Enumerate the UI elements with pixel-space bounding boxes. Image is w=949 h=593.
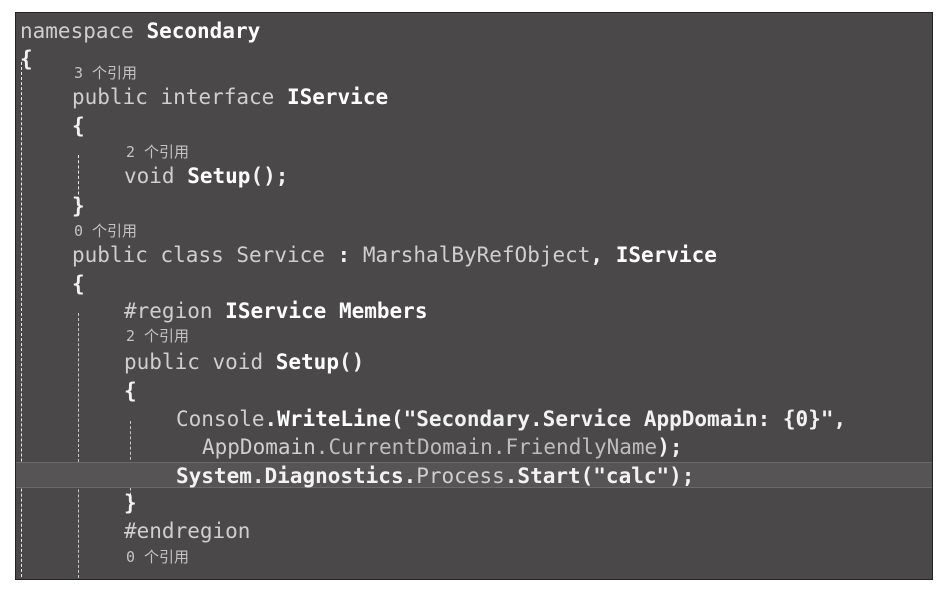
code-token — [213, 299, 226, 323]
codelens-reference-count[interactable]: 0 个引用 — [74, 222, 138, 240]
code-token: . — [315, 435, 329, 459]
code-line[interactable]: { — [16, 271, 932, 297]
code-token: IService — [615, 243, 717, 267]
code-text: public class Service : MarshalByRefObjec… — [72, 242, 717, 268]
code-token: () — [338, 350, 365, 374]
code-token: { — [72, 272, 85, 296]
code-editor[interactable]: namespace Secondary {3 个引用 public interfac… — [15, 12, 933, 580]
code-token: { — [72, 114, 85, 138]
code-token: class — [160, 243, 224, 267]
code-token: ("calc"); — [580, 464, 695, 488]
code-token: Diagnostics — [264, 464, 404, 488]
code-token: IService — [286, 85, 389, 109]
code-line[interactable]: void Setup(); — [16, 163, 932, 189]
code-token — [175, 164, 188, 188]
code-text: namespace Secondary — [20, 18, 260, 44]
code-token — [148, 85, 161, 109]
code-token: Setup — [187, 164, 251, 188]
code-token: ); — [657, 435, 683, 459]
code-text: } — [72, 193, 85, 219]
code-text: public interface IService — [72, 84, 388, 110]
code-token: CurrentDomain — [328, 435, 493, 459]
code-token: namespace — [20, 19, 134, 43]
code-token — [224, 243, 237, 267]
code-token: . — [492, 435, 506, 459]
indent-guide-interface — [78, 155, 79, 205]
code-token: IService Members — [225, 299, 428, 323]
code-token: ("Secondary.Service AppDomain: {0}", — [390, 407, 847, 431]
code-token: Start — [517, 464, 581, 488]
code-token: AppDomain — [202, 435, 316, 459]
code-text: #region IService Members — [124, 298, 427, 324]
code-token: } — [72, 194, 85, 218]
code-token: Process — [416, 464, 505, 488]
code-token: , — [590, 243, 616, 267]
code-token: WriteLine — [277, 407, 391, 431]
code-token — [134, 19, 147, 43]
indent-guide-namespace — [21, 62, 22, 579]
codelens-reference-count[interactable]: 2 个引用 — [126, 327, 190, 345]
indent-guide-class — [78, 313, 79, 579]
code-token: . — [403, 464, 417, 488]
code-line[interactable]: { — [16, 378, 932, 404]
code-token — [148, 243, 161, 267]
code-token: Setup — [275, 350, 339, 374]
code-text: #endregion — [124, 518, 250, 544]
code-token: #endregion — [124, 519, 251, 543]
codelens-reference-count[interactable]: 0 个引用 — [126, 548, 190, 566]
code-line[interactable]: } — [16, 193, 932, 219]
code-text: { — [20, 46, 33, 72]
code-text: AppDomain.CurrentDomain.FriendlyName); — [202, 434, 683, 460]
code-token — [274, 85, 287, 109]
code-token: Secondary — [146, 19, 261, 43]
code-line[interactable]: AppDomain.CurrentDomain.FriendlyName); — [16, 434, 932, 460]
code-token: void — [124, 164, 175, 188]
code-line[interactable]: public void Setup() — [16, 349, 932, 375]
code-line[interactable]: public class Service : MarshalByRefObjec… — [16, 242, 932, 268]
code-token: } — [124, 491, 137, 515]
code-token: (); — [250, 164, 289, 188]
code-text: Console.WriteLine("Secondary.Service App… — [176, 406, 846, 432]
code-token: public — [72, 85, 148, 109]
code-line[interactable]: Console.WriteLine("Secondary.Service App… — [16, 406, 932, 432]
code-token — [200, 350, 213, 374]
code-token: { — [20, 47, 33, 71]
codelens-reference-count[interactable]: 2 个引用 — [126, 143, 190, 161]
code-token: . — [504, 464, 518, 488]
codelens-reference-count[interactable]: 3 个引用 — [74, 64, 138, 82]
code-token: #region — [124, 299, 213, 323]
code-token: . — [264, 407, 278, 431]
code-text: { — [72, 271, 85, 297]
code-text: public void Setup() — [124, 349, 364, 375]
code-text: void Setup(); — [124, 163, 288, 189]
code-line-current[interactable]: System.Diagnostics.Process.Start("calc")… — [16, 462, 932, 488]
code-token: FriendlyName — [505, 435, 658, 459]
code-token: . — [251, 464, 265, 488]
code-line[interactable]: namespace Secondary — [16, 18, 932, 44]
code-token: public — [124, 350, 200, 374]
code-text: System.Diagnostics.Process.Start("calc")… — [176, 463, 694, 489]
code-token: Console — [176, 407, 265, 431]
code-text: } — [124, 490, 137, 516]
code-line[interactable]: } — [16, 490, 932, 516]
code-token: { — [124, 379, 137, 403]
code-token: void — [212, 350, 264, 374]
code-text: { — [124, 378, 137, 404]
code-token — [263, 350, 276, 374]
code-token: Service — [236, 243, 325, 267]
code-line[interactable]: #region IService Members — [16, 298, 932, 324]
code-line[interactable]: #endregion — [16, 518, 932, 544]
code-token: : — [324, 243, 363, 267]
code-token: interface — [160, 85, 275, 109]
code-token: MarshalByRefObject — [362, 243, 591, 267]
code-text: { — [72, 113, 85, 139]
code-token: public — [72, 243, 148, 267]
code-token: System — [176, 464, 252, 488]
code-line[interactable]: public interface IService — [16, 84, 932, 110]
code-line[interactable]: { — [16, 113, 932, 139]
code-line[interactable]: { — [16, 46, 932, 72]
